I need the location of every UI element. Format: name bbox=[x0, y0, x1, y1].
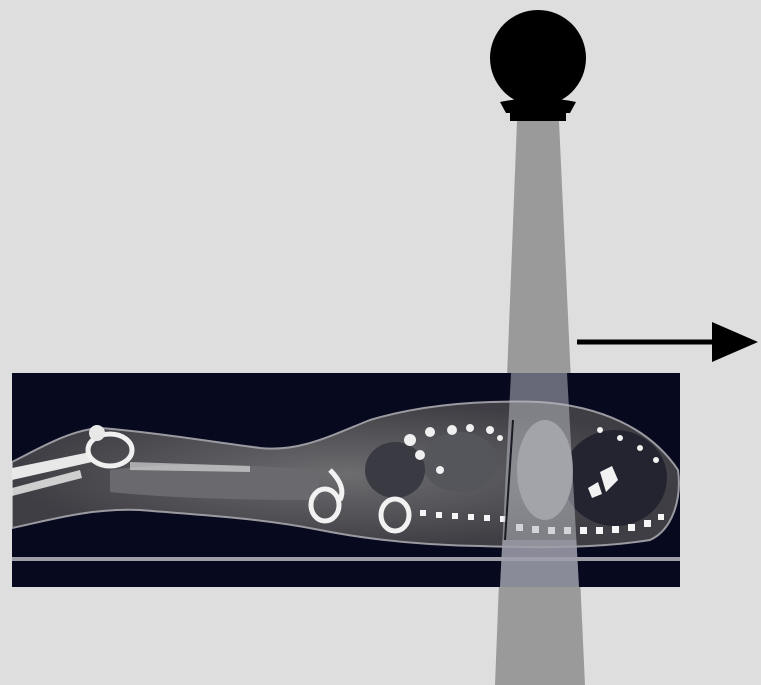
elbow-bone-cap bbox=[89, 425, 105, 441]
rib-dot bbox=[597, 427, 603, 433]
vertebra bbox=[452, 513, 458, 519]
vertebra bbox=[628, 524, 635, 531]
patient-table bbox=[12, 557, 680, 561]
vertebra bbox=[580, 527, 587, 534]
rib-dot bbox=[447, 425, 457, 435]
vertebra bbox=[658, 514, 664, 520]
rib-dot bbox=[653, 457, 659, 463]
vertebra bbox=[468, 514, 474, 520]
organ-lung bbox=[365, 442, 425, 498]
vertebra bbox=[644, 520, 651, 527]
vertebra bbox=[612, 526, 619, 533]
rib-dot bbox=[404, 434, 416, 446]
rib-dot bbox=[436, 466, 444, 474]
rib-dot bbox=[425, 427, 435, 437]
rib-dot bbox=[617, 435, 623, 441]
xray-source-base bbox=[500, 98, 576, 113]
vertebra bbox=[484, 515, 490, 521]
beam-overlay-bottom bbox=[490, 540, 590, 587]
arrow-right-icon bbox=[577, 322, 758, 362]
rib-dot bbox=[466, 424, 474, 432]
xray-source-aperture bbox=[510, 111, 566, 121]
rib-dot bbox=[415, 450, 425, 460]
xray-tube-icon bbox=[490, 10, 586, 121]
vertebra bbox=[420, 510, 426, 516]
vertebra bbox=[596, 527, 603, 534]
rib-dot bbox=[486, 426, 494, 434]
xray-source-sphere bbox=[490, 10, 586, 106]
rib-dot bbox=[497, 435, 503, 441]
vertebra bbox=[436, 512, 442, 518]
organ-heart bbox=[422, 432, 498, 492]
arrow-head bbox=[712, 322, 758, 362]
rib-dot bbox=[637, 445, 643, 451]
ct-sagittal-scan-image bbox=[12, 373, 680, 587]
